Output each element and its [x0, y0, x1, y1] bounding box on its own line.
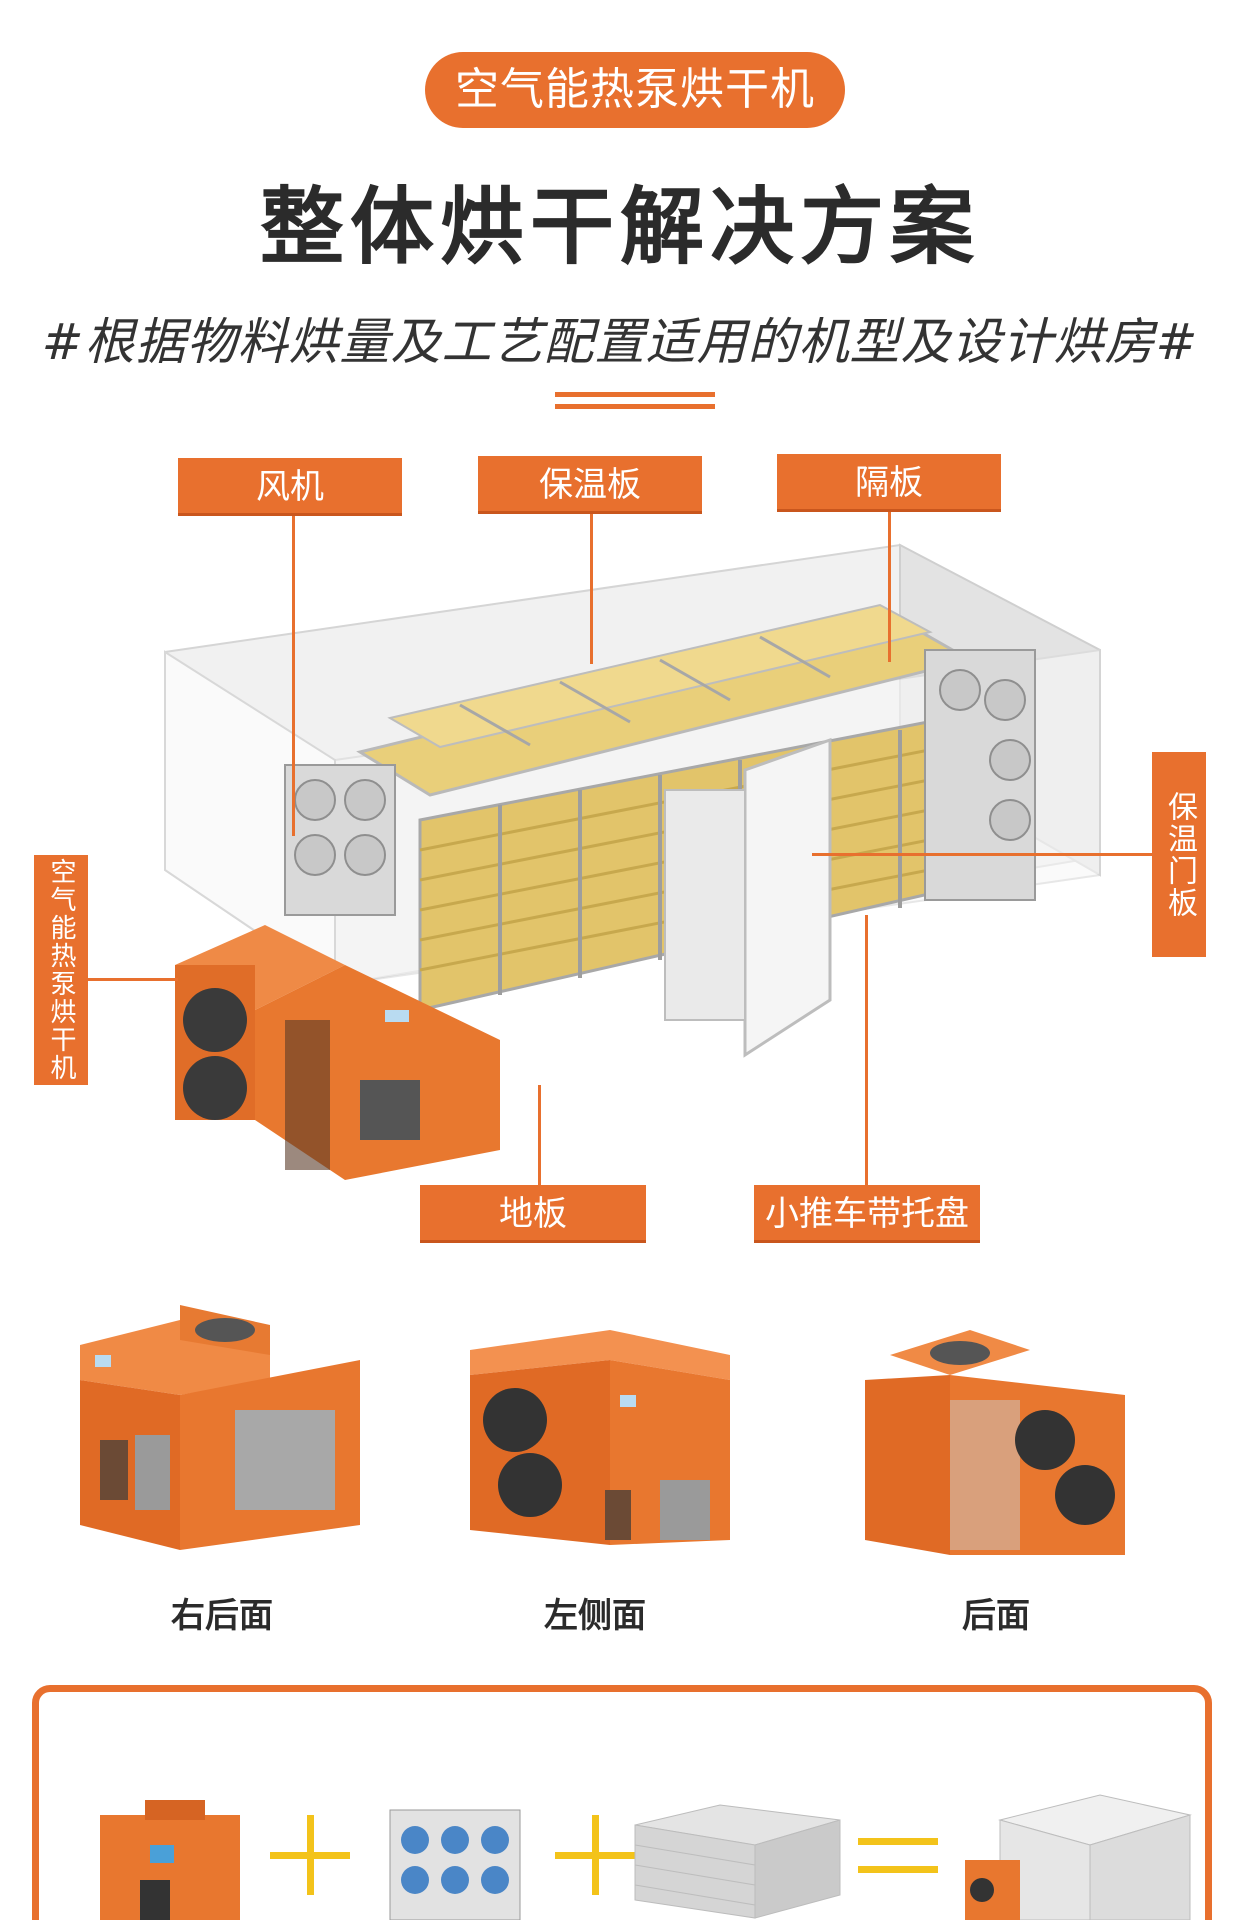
leader-line: [538, 1085, 541, 1185]
view-label-left-side: 左侧面: [544, 1596, 646, 1636]
complete-drying-room: [965, 1794, 1192, 1920]
leader-line: [88, 978, 178, 981]
leader-line: [865, 915, 868, 1185]
divider-line: [555, 404, 715, 409]
composition-frame: [32, 1685, 1212, 1920]
label-floor: 地板: [420, 1185, 646, 1243]
view-label-right-rear: 右后面: [171, 1596, 273, 1636]
page-title: 整体烘干解决方案: [259, 178, 980, 276]
fan-rack: [389, 1809, 521, 1920]
label-partition: 隔板: [777, 454, 1001, 512]
fan-wall-left: [284, 764, 396, 916]
unit-view-left-side: [470, 1330, 730, 1545]
door-panel: [743, 737, 832, 1058]
page-subtitle: #根据物料烘量及工艺配置适用的机型及设计烘房#: [41, 313, 1199, 371]
divider-line: [555, 392, 715, 397]
drying-room-illustration: [164, 543, 1101, 1180]
heat-pump-unit: [175, 925, 500, 1180]
upper-racks: [356, 603, 974, 797]
plus-icon: [270, 1815, 350, 1895]
leader-line: [590, 514, 593, 664]
leader-line: [888, 512, 891, 662]
insulation-panels: [634, 1804, 841, 1919]
label-insulation-board: 保温板: [478, 456, 702, 514]
label-insulated-door: 保温门板: [1152, 752, 1206, 957]
plus-icon: [555, 1815, 635, 1895]
unit-view-rear: [865, 1330, 1125, 1555]
leader-line: [292, 516, 295, 836]
product-badge: 空气能热泵烘干机: [425, 52, 845, 128]
heat-pump-unit-small: [100, 1800, 240, 1920]
unit-view-right-rear: [80, 1305, 360, 1550]
label-cart: 小推车带托盘: [754, 1185, 980, 1243]
label-heat-pump: 空气能热泵烘干机: [34, 855, 88, 1085]
fan-wall-right: [924, 649, 1036, 901]
leader-line: [812, 853, 1152, 856]
view-label-rear: 后面: [962, 1596, 1030, 1636]
equals-icon: [858, 1838, 938, 1878]
label-fan: 风机: [178, 458, 402, 516]
